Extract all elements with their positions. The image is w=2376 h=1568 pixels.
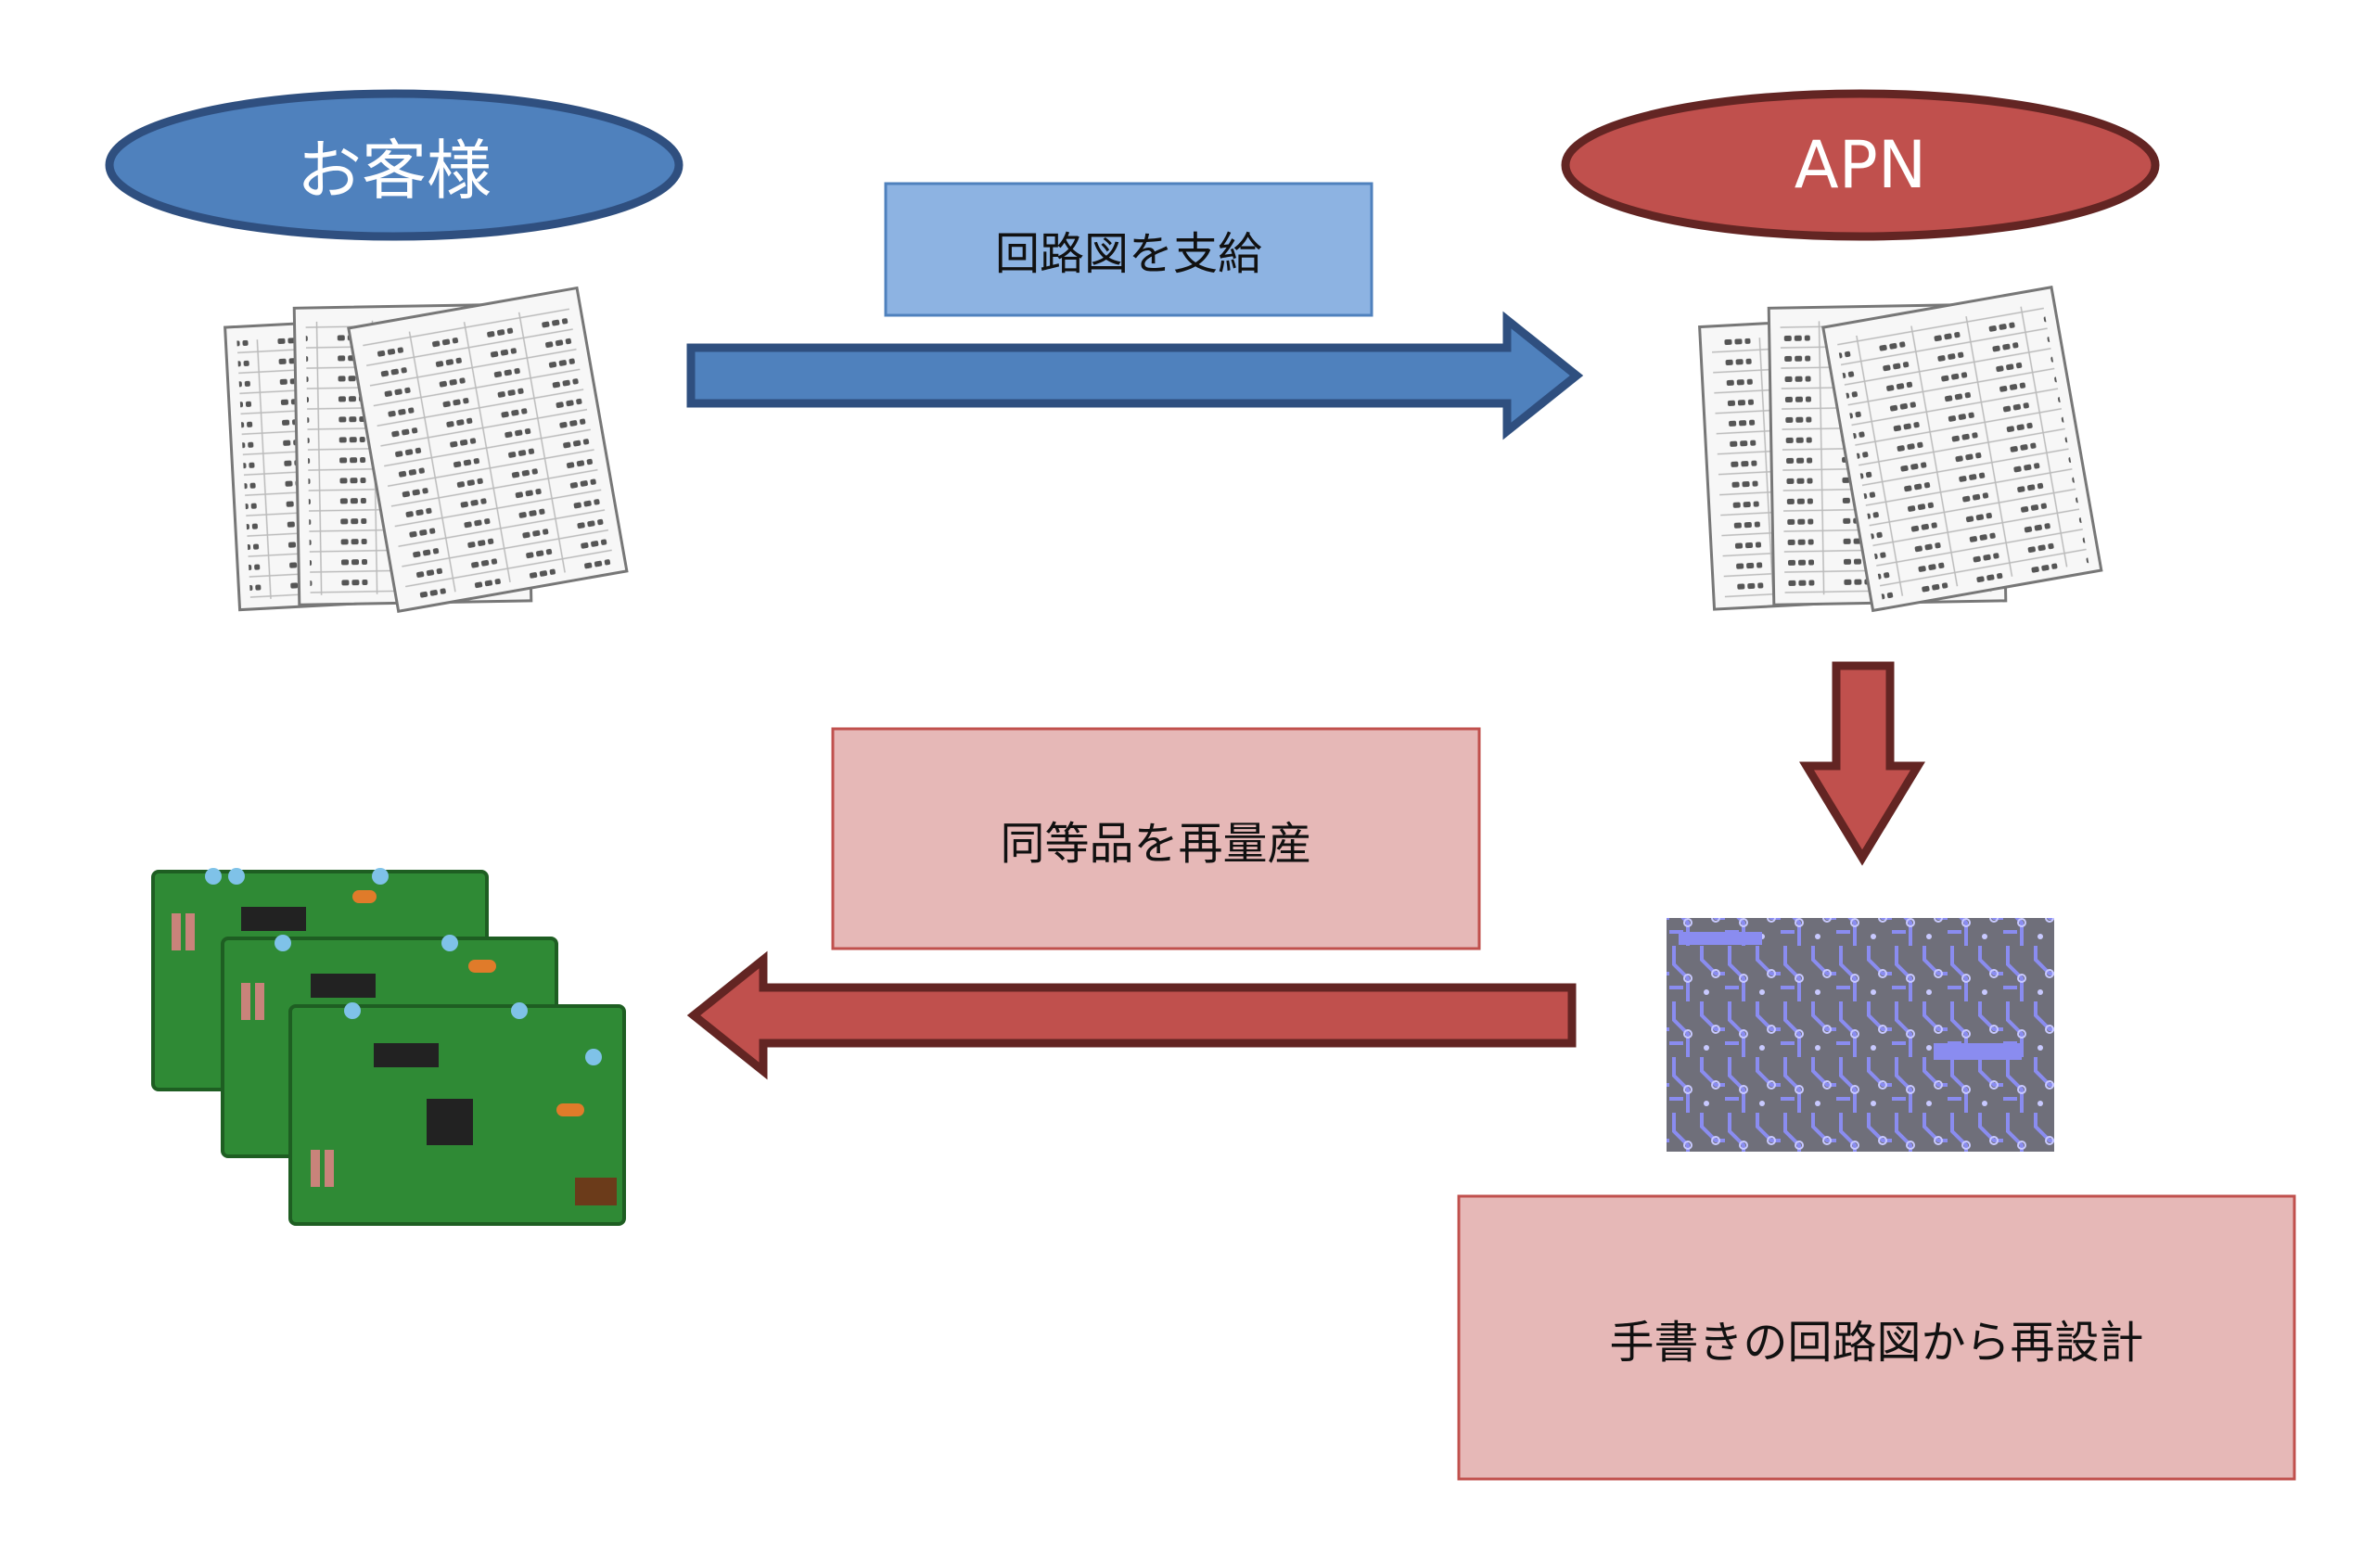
arrow-to-customer [686,950,1577,1080]
document-stack-icon [224,286,629,614]
supply-box [884,182,1373,317]
apn-label: APN [1794,127,1927,203]
apn-oval [1561,89,2160,241]
mass-production-label: 同等品を再量産 [1000,817,1312,870]
pcb-boards-icon [151,868,626,1226]
mass-production-box [831,727,1481,950]
circuit-pattern-icon [1667,918,2054,1152]
redesign-label: 手書きの回路図から再設計 [1609,1316,2144,1369]
customer-oval [105,89,683,241]
arrow-down [1799,661,1925,866]
document-stack-icon [1698,285,2103,613]
customer-label: お客様 [297,132,492,209]
redesign-box [1457,1194,2296,1481]
arrow-to-apn [686,311,1584,440]
supply-label: 回路図を支給 [994,228,1262,280]
